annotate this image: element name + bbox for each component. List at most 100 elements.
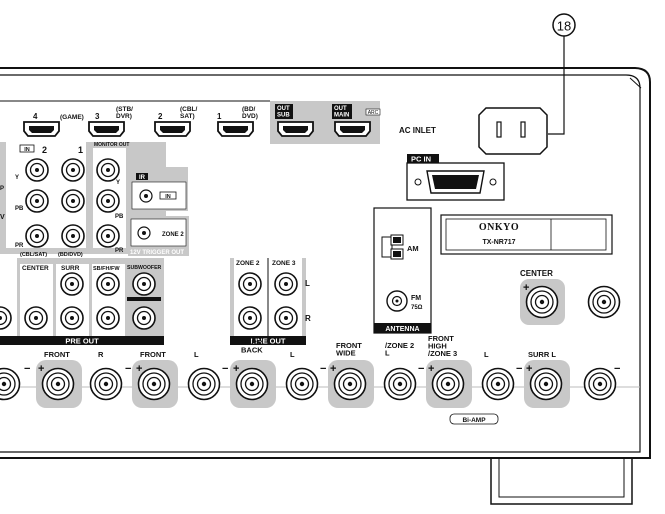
speaker-plus-sign: +	[330, 363, 336, 375]
speaker-minus-sign: −	[516, 363, 522, 375]
preout-center-jack[interactable]	[24, 306, 48, 330]
speaker-post-3[interactable]	[137, 367, 171, 401]
speaker-minus-sign: −	[125, 363, 131, 375]
pc-in-label: PC IN	[411, 155, 431, 164]
preout-surr-r-jack[interactable]	[60, 306, 84, 330]
speaker-post-4[interactable]	[187, 367, 221, 401]
lineout-l-label: L	[305, 279, 310, 288]
speaker-label-3: L	[194, 350, 199, 359]
speaker-post-0[interactable]	[0, 367, 21, 401]
lineout-zone3-r-jack[interactable]	[274, 306, 298, 330]
monitor-out-label: MONITOR OUT	[94, 142, 129, 148]
speaker-plus-sign: +	[526, 363, 532, 375]
arc-label-box	[365, 108, 381, 116]
lineout-r-label: R	[305, 314, 311, 323]
chassis	[0, 67, 651, 505]
speaker-label-10: SURR L	[528, 350, 556, 359]
hdmi-out-main-label-box	[332, 104, 352, 119]
hdmi-port-out-sub[interactable]	[277, 121, 314, 137]
speaker-minus-sign: −	[24, 363, 30, 375]
component-in2-pr-jack[interactable]	[25, 224, 49, 248]
ac-inlet[interactable]: AC INLET	[399, 107, 548, 155]
biamp-label: Bi-AMP	[462, 417, 486, 424]
hdmi-port-out-main[interactable]	[334, 121, 371, 137]
lineout-zone2-l-jack[interactable]	[238, 272, 262, 296]
bd-dvd-label: (BD/DVD)	[58, 252, 83, 258]
lineout-zone2-label: ZONE 2	[236, 260, 260, 267]
preout-surr-label: SURR	[61, 265, 80, 272]
speaker-post-2[interactable]	[89, 367, 123, 401]
component-edge-p: P	[0, 186, 4, 192]
preout-title: PRE OUT	[65, 337, 99, 346]
speaker-post-8[interactable]	[383, 367, 417, 401]
preout-surr-l-jack[interactable]	[60, 272, 84, 296]
ir-in-label: IN	[165, 194, 171, 200]
speaker-label-5: L	[290, 350, 295, 359]
preout-subwoofer-label: SUBWOOFER	[127, 265, 162, 271]
preout-sb-l-jack[interactable]	[96, 272, 120, 296]
lineout-section: ZONE 2 ZONE 3 L R LINE OUT	[230, 258, 311, 346]
lineout-zone2-r-jack[interactable]	[238, 306, 262, 330]
speaker-label-9: L	[484, 350, 489, 359]
speaker-post-1[interactable]	[41, 367, 75, 401]
ir-section: IR IN	[130, 167, 188, 211]
callout-18: 18	[548, 13, 576, 135]
speaker-plus-sign: +	[38, 363, 44, 375]
antenna-fm-label: FM	[411, 295, 421, 302]
speaker-post-7[interactable]	[333, 367, 367, 401]
biamp-badge	[449, 413, 499, 425]
hdmi-out-sub-label-box	[275, 104, 293, 119]
lineout-zone3-l-jack[interactable]	[274, 272, 298, 296]
component-in-label: IN	[24, 147, 30, 153]
component-in2-y-jack[interactable]	[25, 158, 49, 182]
trigger-title: 12V TRIGGER OUT	[130, 250, 184, 256]
arc-label: ARC	[368, 110, 379, 116]
brand-model: TX-NR717	[482, 239, 515, 246]
hdmi-4-label: (GAME)	[60, 114, 84, 121]
component-in1-y-jack[interactable]	[61, 158, 85, 182]
preout-sbfhfw-label: SB/FH/FW	[93, 266, 120, 272]
preout-subwoofer-2-jack[interactable]	[132, 306, 156, 330]
hdmi-2-label: (CBL/SAT)	[180, 106, 198, 120]
center-minus-post[interactable]	[587, 285, 621, 319]
hdmi-port-1[interactable]	[217, 121, 254, 137]
component-col-1: 1	[78, 145, 83, 155]
monitor-out-pr-jack[interactable]	[96, 224, 120, 248]
speaker-post-11[interactable]	[529, 367, 563, 401]
speaker-minus-sign: −	[418, 363, 424, 375]
center-spk-label: CENTER	[520, 269, 553, 278]
component-in1-pr-jack[interactable]	[61, 224, 85, 248]
pc-in[interactable]: PC IN	[406, 154, 505, 201]
hdmi-port-3[interactable]	[88, 121, 125, 137]
ac-inlet-label: AC INLET	[399, 126, 436, 135]
center-plus: +	[523, 282, 529, 294]
preout-front-jack[interactable]	[0, 306, 12, 330]
component-col-2: 2	[42, 145, 47, 155]
speaker-post-12[interactable]	[583, 367, 617, 401]
speaker-plus-sign: +	[428, 363, 434, 375]
hdmi-port-2[interactable]	[154, 121, 191, 137]
component-y-label: Y	[15, 175, 19, 181]
speaker-post-6[interactable]	[285, 367, 319, 401]
component-pb-label: PB	[15, 206, 24, 212]
speaker-post-5[interactable]	[235, 367, 269, 401]
monitor-out-y-jack[interactable]	[96, 158, 120, 182]
component-in2-pb-jack[interactable]	[25, 189, 49, 213]
hdmi-1-num: 1	[217, 112, 222, 121]
speaker-post-9[interactable]	[431, 367, 465, 401]
component-in1-pb-jack[interactable]	[61, 189, 85, 213]
speaker-post-10[interactable]	[481, 367, 515, 401]
preout-sb-r-jack[interactable]	[96, 306, 120, 330]
antenna-fm-ohm: 75Ω	[411, 305, 423, 311]
center-plus-post[interactable]	[525, 285, 559, 319]
monitor-out-pb-jack[interactable]	[96, 189, 120, 213]
hdmi-port-4[interactable]	[23, 121, 60, 137]
callout-number: 18	[557, 19, 571, 34]
hdmi-section: ARC 4 (GAME) 3 (STB/DVR)	[0, 100, 381, 144]
monitor-y-label: Y	[116, 180, 120, 186]
preout-subwoofer-1-jack[interactable]	[132, 272, 156, 296]
